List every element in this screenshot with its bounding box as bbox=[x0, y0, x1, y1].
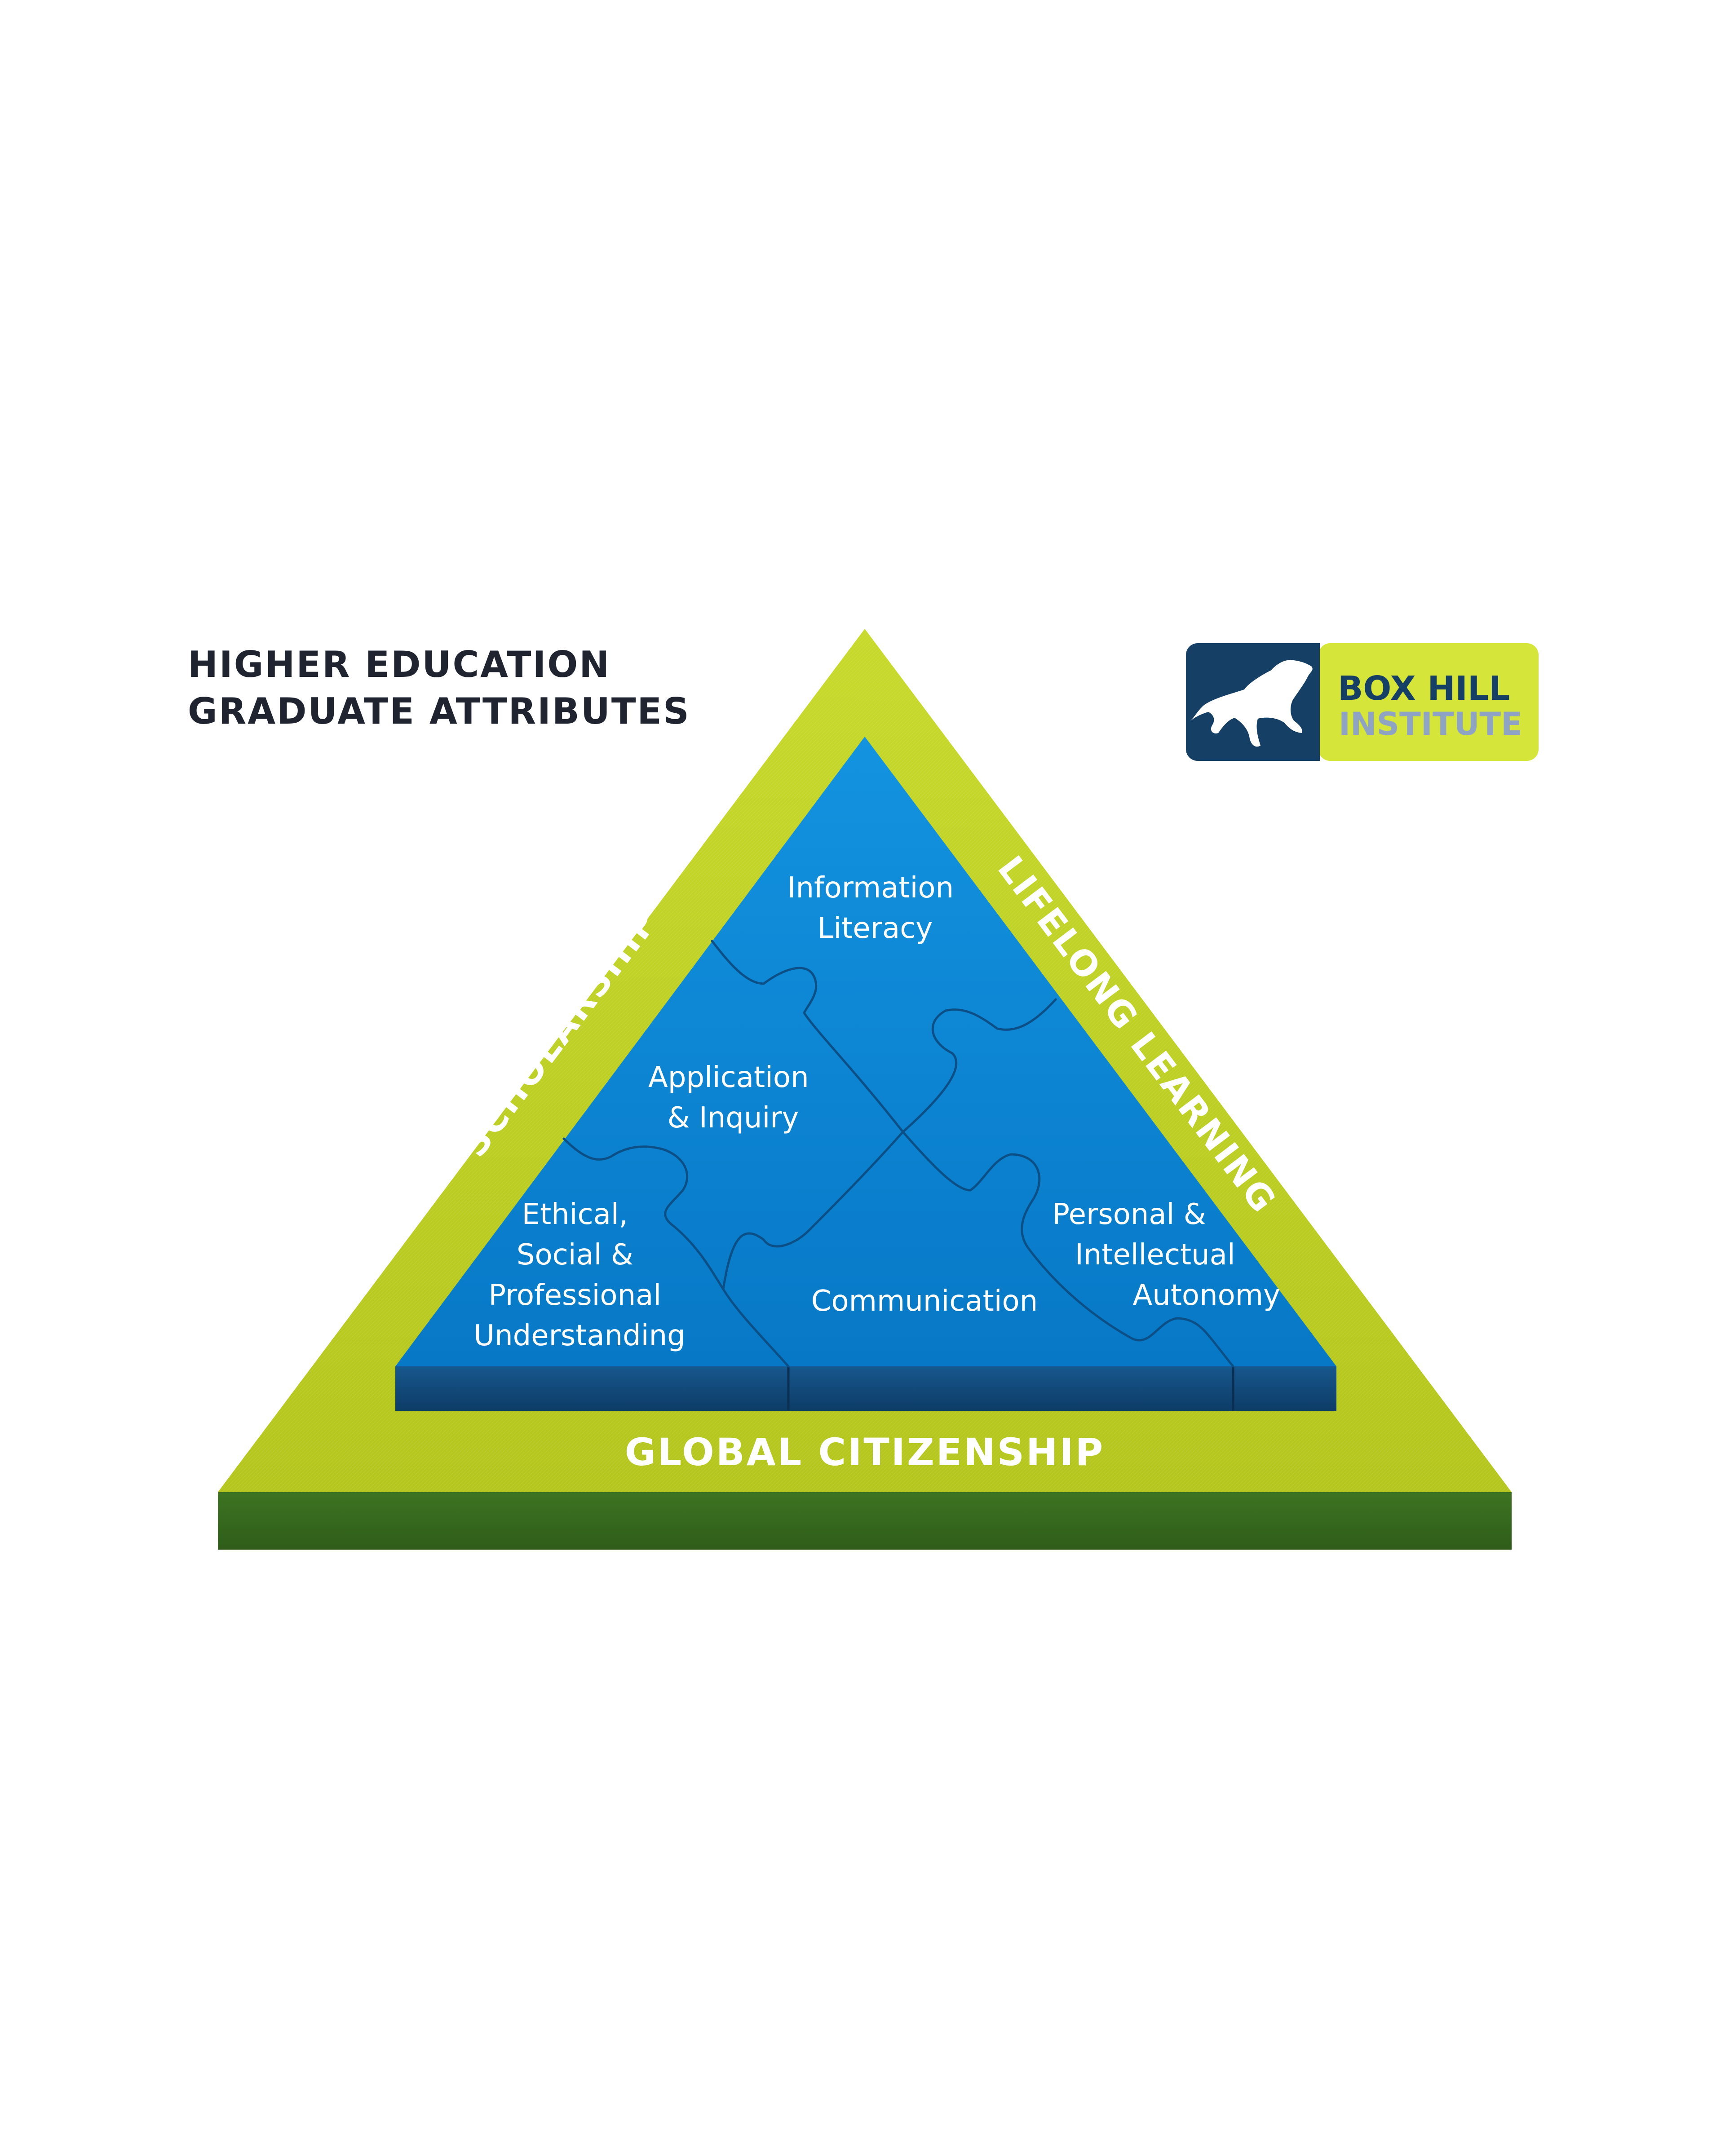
page-title: HIGHER EDUCATION GRADUATE ATTRIBUTES bbox=[188, 641, 690, 735]
inner-base-slab bbox=[395, 1366, 1336, 1411]
personal-line-3: Autonomy bbox=[1132, 1279, 1280, 1312]
personal-line-1: Personal & bbox=[1052, 1198, 1206, 1231]
logo-line-2: INSTITUTE bbox=[1339, 706, 1522, 742]
ethical-line-2: Social & bbox=[517, 1238, 633, 1272]
app-inq-line-2: & Inquiry bbox=[668, 1101, 799, 1135]
info-lit-line-1: Information bbox=[787, 871, 954, 905]
seam-center-bottom bbox=[722, 1131, 904, 1290]
logo-line-1: BOX HILL bbox=[1338, 669, 1510, 708]
logo-yellow-panel bbox=[1318, 643, 1539, 761]
label-ethical-social-professional: Ethical, Social & Professional Understan… bbox=[473, 1198, 686, 1352]
label-communication: Communication bbox=[811, 1285, 1038, 1318]
seam-top-left bbox=[711, 940, 904, 1133]
ethical-line-3: Professional bbox=[489, 1279, 662, 1312]
logo-navy-panel-edge bbox=[1303, 643, 1320, 761]
inner-triangle bbox=[395, 737, 1336, 1366]
side-label-global-citizenship: GLOBAL CITIZENSHIP bbox=[625, 1430, 1105, 1474]
seam-top-right bbox=[902, 998, 1057, 1133]
seam-right bbox=[902, 1131, 1234, 1368]
ethical-line-1: Ethical, bbox=[522, 1198, 628, 1231]
puzzle-seams bbox=[562, 940, 1234, 1368]
seam-left bbox=[562, 1137, 790, 1368]
personal-line-2: Intellectual bbox=[1075, 1238, 1235, 1272]
label-application-inquiry: Application & Inquiry bbox=[648, 1061, 818, 1135]
app-inq-line-1: Application bbox=[648, 1061, 809, 1094]
title-line-2: GRADUATE ATTRIBUTES bbox=[188, 690, 690, 732]
outer-base-slab bbox=[218, 1492, 1512, 1550]
ethical-line-4: Understanding bbox=[473, 1319, 686, 1352]
horse-icon bbox=[1190, 660, 1313, 747]
comm-line-1: Communication bbox=[811, 1285, 1038, 1318]
global-text: GLOBAL CITIZENSHIP bbox=[625, 1430, 1105, 1474]
label-personal-autonomy: Personal & Intellectual Autonomy bbox=[1052, 1198, 1280, 1312]
box-hill-logo: BOX HILL INSTITUTE bbox=[1186, 643, 1539, 761]
label-information-literacy: Information Literacy bbox=[787, 871, 963, 945]
title-line-1: HIGHER EDUCATION bbox=[188, 644, 611, 685]
info-lit-line-2: Literacy bbox=[818, 912, 933, 945]
